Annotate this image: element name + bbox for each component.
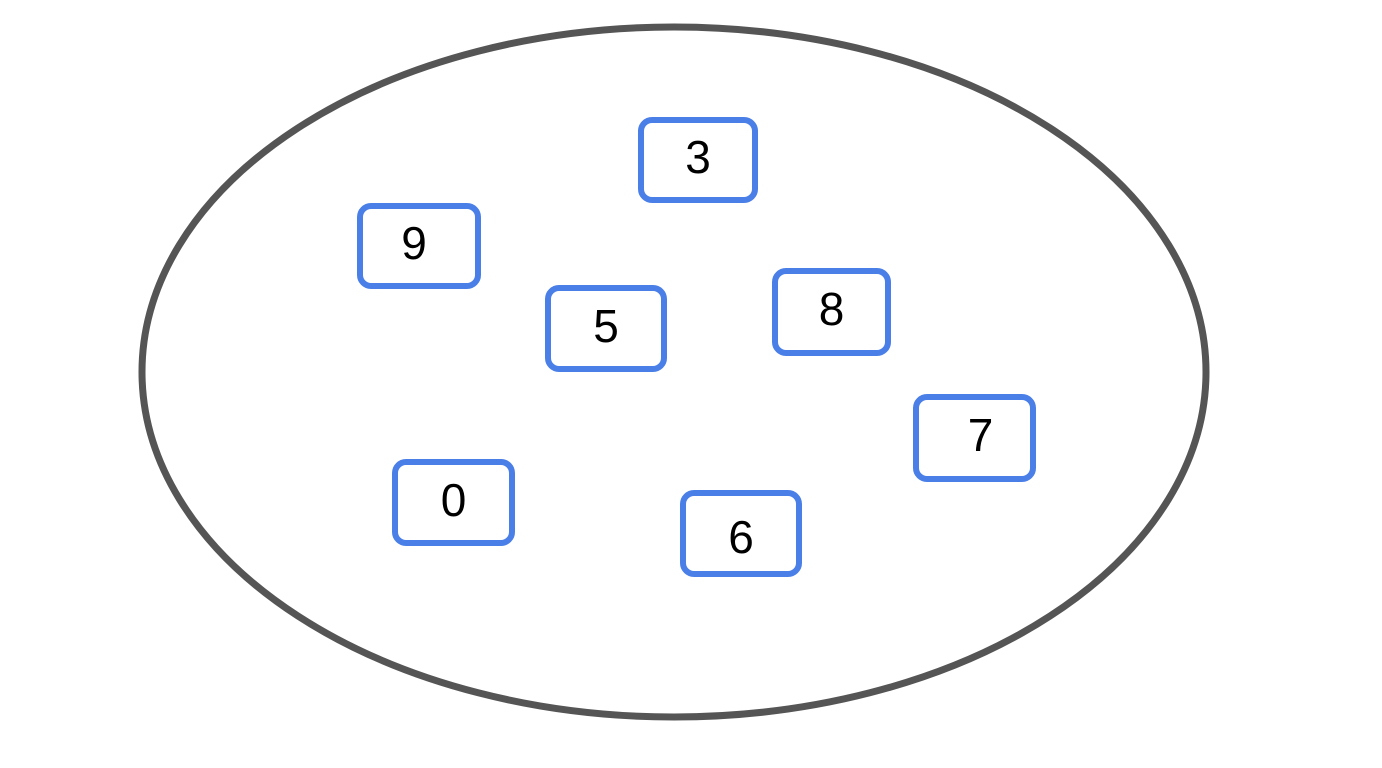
node-5[interactable]: 5 bbox=[545, 285, 667, 372]
node-7[interactable]: 7 bbox=[913, 394, 1036, 482]
node-8[interactable]: 8 bbox=[772, 268, 891, 356]
set-ellipse bbox=[138, 23, 1210, 721]
node-0[interactable]: 0 bbox=[392, 459, 515, 546]
node-9-label: 9 bbox=[401, 217, 427, 269]
node-8-label: 8 bbox=[818, 283, 845, 335]
node-9[interactable]: 9 bbox=[357, 203, 481, 289]
node-3-label: 3 bbox=[685, 131, 711, 183]
node-6-label: 6 bbox=[728, 510, 754, 563]
node-7-label: 7 bbox=[967, 409, 994, 461]
node-0-label: 0 bbox=[440, 473, 467, 526]
node-6[interactable]: 6 bbox=[680, 490, 802, 577]
node-3[interactable]: 3 bbox=[638, 117, 758, 203]
node-5-label: 5 bbox=[593, 299, 619, 352]
